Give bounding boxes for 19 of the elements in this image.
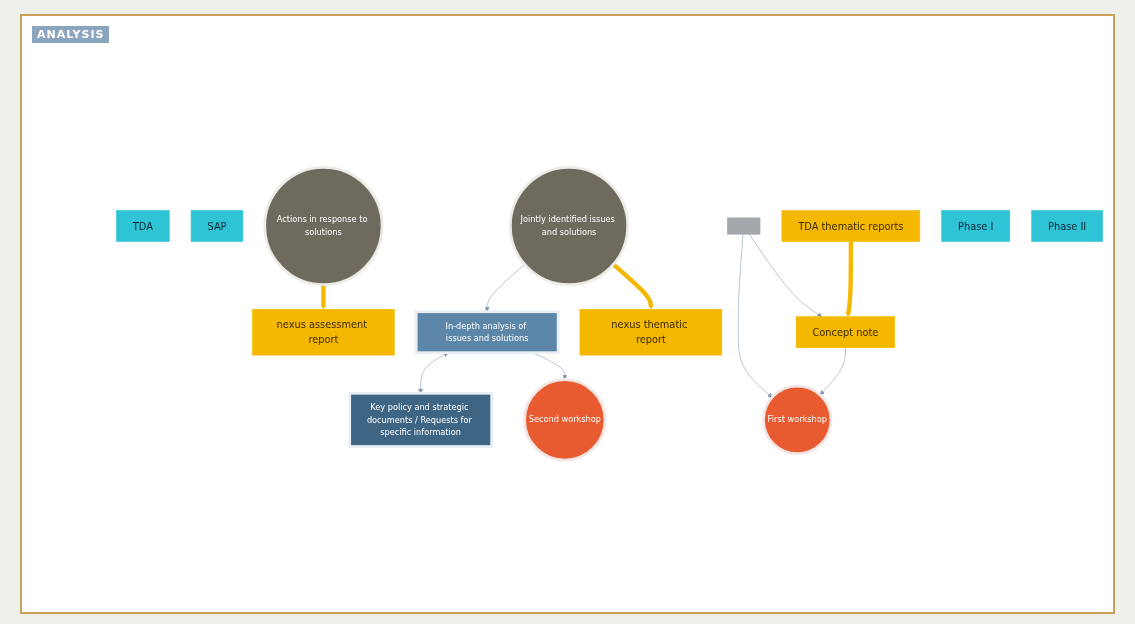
node-circle: Second workshop	[523, 378, 607, 462]
node-circle: Actions in response to solutions	[263, 166, 384, 287]
arrow	[321, 284, 326, 310]
node-box: Phase II	[1031, 210, 1103, 243]
node-circle: First workshop	[762, 385, 833, 456]
node-box: TDA	[116, 210, 170, 243]
node-box: Phase I	[941, 210, 1011, 243]
arrow	[611, 263, 654, 310]
node-box	[727, 217, 761, 235]
node-box: nexus thematic report	[579, 309, 723, 356]
node-box: Concept note	[795, 316, 895, 349]
node-circle: Jointly identified issues and solutions	[509, 166, 630, 287]
node-box: SAP	[190, 210, 244, 243]
node-box: In-depth analysis of issues and solutions	[414, 310, 560, 355]
node-box: TDA thematic reports	[781, 210, 921, 243]
node-box: Key policy and strategic documents / Requests for specific information	[348, 392, 493, 449]
arrow	[846, 241, 854, 318]
node-box: nexus assessment report	[252, 309, 395, 356]
vertical-label: ANALYSIS	[32, 26, 110, 43]
